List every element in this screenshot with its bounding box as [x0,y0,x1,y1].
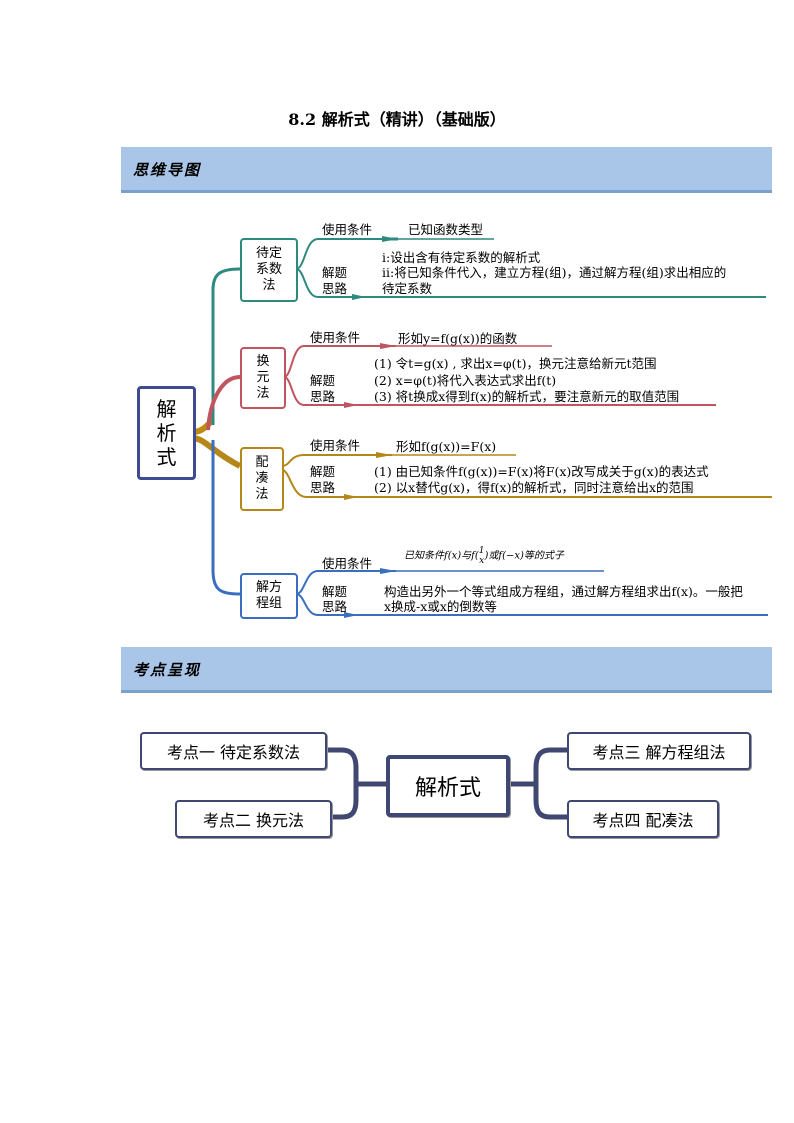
cond-denominator: x [479,556,485,566]
branch-daiding-idea-label-2: 思路 [322,281,348,296]
kaodian-item-3: 考点三 解方程组法 [567,732,751,770]
branch-huanyuan-line-3: (3) 将t换成x得到f(x)的解析式，要注意新元的取值范围 [374,389,680,404]
branch-jiefangcheng-cond-label: 使用条件 [322,556,373,571]
branch-peicou-line-1: (1) 由已知条件f(g(x))=F(x)将F(x)改写成关于g(x)的表达式 [374,464,709,479]
branch-huanyuan-cond-label: 使用条件 [310,330,361,345]
branch-huanyuan-line-2: (2) x=φ(t)将代入表达式求出f(t) [374,373,557,388]
branch-huanyuan-idea-label-1: 解题 [310,373,336,388]
branch-daiding-box: 待定 系数 法 [240,238,298,302]
cond-part-a: 已知条件f(x)与f( [404,550,479,562]
page-title: 8.2 解析式（精讲）（基础版） [288,110,506,129]
branch-daiding-cond: 已知函数类型 [408,222,484,237]
branch-huanyuan-cond: 形如y=f(g(x))的函数 [398,331,518,346]
cond-numerator: 1 [478,546,485,556]
branch-huanyuan-idea-label-2: 思路 [310,389,336,404]
branch-daiding-line-1: i:设出含有待定系数的解析式 [382,250,541,265]
branch-peicou-cond-label: 使用条件 [310,438,361,453]
mindmap-root: 解 析 式 [137,386,196,480]
branch-huanyuan-box: 换 元 法 [240,347,286,409]
kaodian-center: 解析式 [386,755,510,817]
branch-jiefangcheng-idea-label-1: 解题 [322,584,348,599]
branch-peicou-idea-label-1: 解题 [310,464,336,479]
branch-jiefangcheng-box: 解方 程组 [240,573,298,619]
branch-daiding-idea-label-1: 解题 [322,265,348,280]
branch-peicou-idea-label-2: 思路 [310,480,336,495]
branch-huanyuan-line-1: (1) 令t=g(x) , 求出x=φ(t)，换元注意给新元t范围 [374,356,657,371]
kaodian-item-4: 考点四 配凑法 [567,800,719,838]
kaodian-item-1: 考点一 待定系数法 [140,732,327,770]
section-header-mindmap: 思维导图 [121,147,772,193]
branch-daiding-line-3: 待定系数 [382,281,433,296]
branch-peicou-line-2: (2) 以x替代g(x)，得f(x)的解析式，同时注意给出x的范围 [374,480,694,495]
section-header-kaodian-label: 考点呈现 [133,661,202,679]
section-header-kaodian: 考点呈现 [121,647,772,693]
branch-daiding-cond-label: 使用条件 [322,222,373,237]
branch-jiefangcheng-line-2: x换成-x或x的倒数等 [384,599,497,614]
section-header-mindmap-label: 思维导图 [133,161,202,179]
branch-jiefangcheng-idea-label-2: 思路 [322,599,348,614]
kaodian-item-2: 考点二 换元法 [175,800,332,838]
branch-daiding-line-2: ii:将已知条件代入，建立方程(组)，通过解方程(组)求出相应的 [382,265,727,280]
branch-peicou-box: 配 凑 法 [240,447,284,511]
cond-part-b: )或f(−x)等的式子 [484,550,564,562]
branch-peicou-cond: 形如f(g(x))=F(x) [396,439,497,454]
branch-jiefangcheng-line-1: 构造出另外一个等式组成方程组，通过解方程组求出f(x)。一般把 [384,584,743,599]
